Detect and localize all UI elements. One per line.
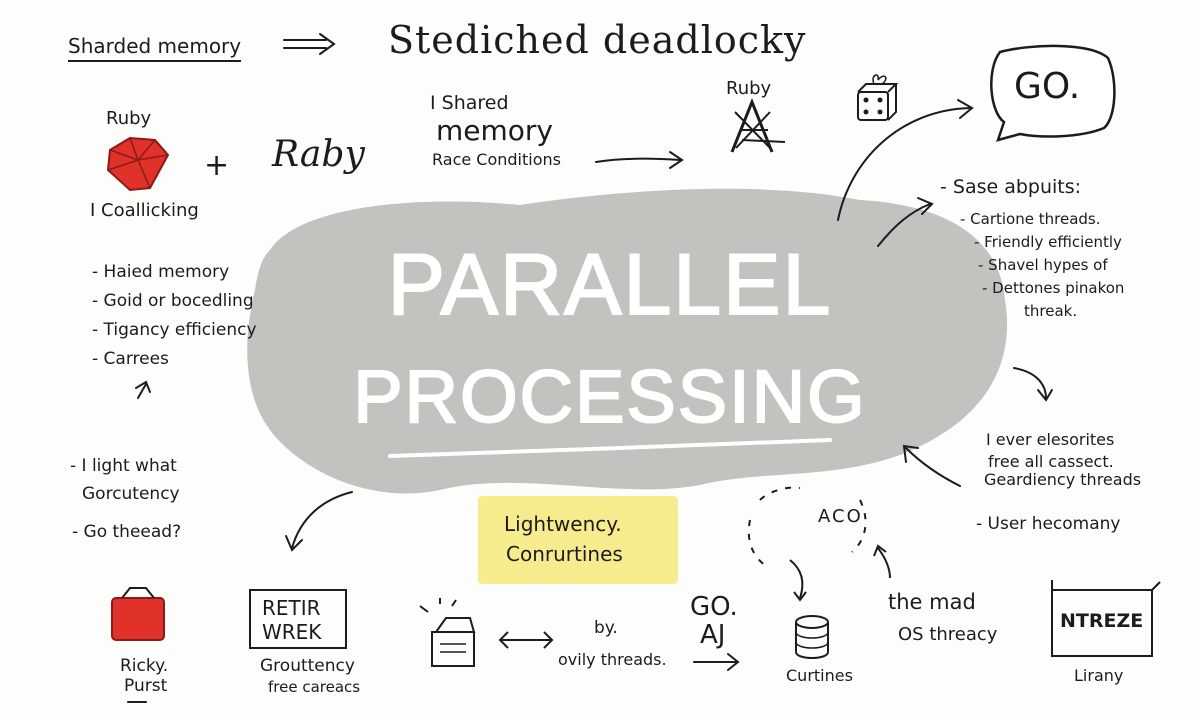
red-box-icon: [111, 587, 165, 641]
raby-label: Raby: [272, 134, 365, 175]
ever-label: I ever elesorites: [986, 430, 1115, 449]
left-list-item: - Tigancy efficiency: [92, 320, 257, 340]
memory-label: memory: [436, 114, 553, 147]
coallicking-caption: I Coallicking: [90, 200, 199, 221]
plus-sign: +: [204, 148, 230, 183]
purst-label: Purst: [124, 676, 168, 696]
dice-icon: [857, 74, 899, 121]
ruby-gem-icon: [106, 136, 170, 192]
aj-label: AJ: [700, 620, 726, 650]
right-list-item: - Shavel hypes of: [978, 256, 1108, 274]
sticky-line-1: Lightwency.: [504, 512, 622, 536]
right-list-item: - Cartione threads.: [960, 210, 1101, 228]
go-theead-label: - Go theead?: [72, 522, 182, 542]
coin-stack-icon: [795, 615, 829, 659]
title-processing: PROCESSING: [352, 354, 867, 439]
shared-label: I Shared: [430, 92, 509, 114]
right-list-item: - Friendly efficiently: [974, 233, 1122, 251]
ruby-label-right: Ruby: [726, 78, 772, 99]
by-label: by.: [594, 618, 618, 638]
desk-lamp-icon: [419, 598, 476, 667]
the-mad-label: the mad: [888, 590, 976, 614]
right-list: - Cartione threads. - Friendly efficient…: [960, 208, 1124, 323]
geardiency-label: Geardiency threads: [984, 470, 1142, 489]
go-speech-text: GO.: [1014, 66, 1081, 107]
lirany-label: Lirany: [1074, 666, 1124, 685]
header-title-left: Stediched deadlocky: [388, 18, 807, 62]
aco-cycle-arrows: [747, 486, 891, 602]
go-label-bottom: GO.: [690, 592, 738, 622]
sticky-note: Lightwency. Conrurtines: [478, 496, 678, 584]
title-parallel: PARALLEL: [387, 236, 833, 334]
free-careacs-label: free careacs: [268, 678, 361, 696]
left-list-item: - Goid or bocedling: [92, 291, 254, 311]
user-hecomany-label: - User hecomany: [976, 514, 1121, 534]
race-conditions-label: Race Conditions: [432, 150, 561, 169]
retir-frame: [249, 589, 347, 649]
connector-arrows: [127, 33, 1053, 703]
ovily-threads-label: ovily threads.: [558, 650, 667, 669]
speech-bubble-icon: [990, 44, 1116, 142]
ricky-label: Ricky.: [120, 656, 169, 676]
title-underline: [388, 438, 832, 458]
ntreze-frame: [1051, 589, 1153, 657]
ruby-building-icon: [730, 97, 786, 153]
gray-cloud-blob: [247, 188, 1008, 494]
left-list: - Haied memory - Goid or bocedling - Tig…: [92, 258, 257, 374]
right-list-heading: - Sase abpuits:: [940, 176, 1082, 198]
aco-label: ACO: [818, 506, 863, 527]
gorcutency-label: Gorcutency: [82, 484, 180, 504]
left-list-item: - Haied memory: [92, 262, 230, 282]
ntreze-text: NTREZE: [1060, 610, 1144, 632]
grouttency-label: Grouttency: [260, 656, 355, 676]
ruby-label: Ruby: [106, 108, 152, 129]
light-what-label: - I light what: [70, 456, 177, 476]
right-list-item: - Dettones pinakon: [982, 279, 1125, 297]
sticky-line-2: Conrurtines: [506, 542, 623, 566]
curtines-label: Curtines: [786, 666, 853, 685]
free-all-label: free all cassect.: [988, 452, 1114, 471]
wrek-text: WREK: [262, 620, 322, 644]
os-threacy-label: OS threacy: [898, 624, 998, 645]
double-arrow-icon: [498, 631, 554, 649]
retir-text: RETIR: [262, 596, 321, 620]
right-list-item: threak.: [1024, 302, 1078, 320]
sharded-memory-label: Sharded memory: [68, 34, 242, 62]
left-list-item: - Carrees: [92, 349, 169, 369]
header-title: Stediched deadlocky: [388, 18, 807, 62]
